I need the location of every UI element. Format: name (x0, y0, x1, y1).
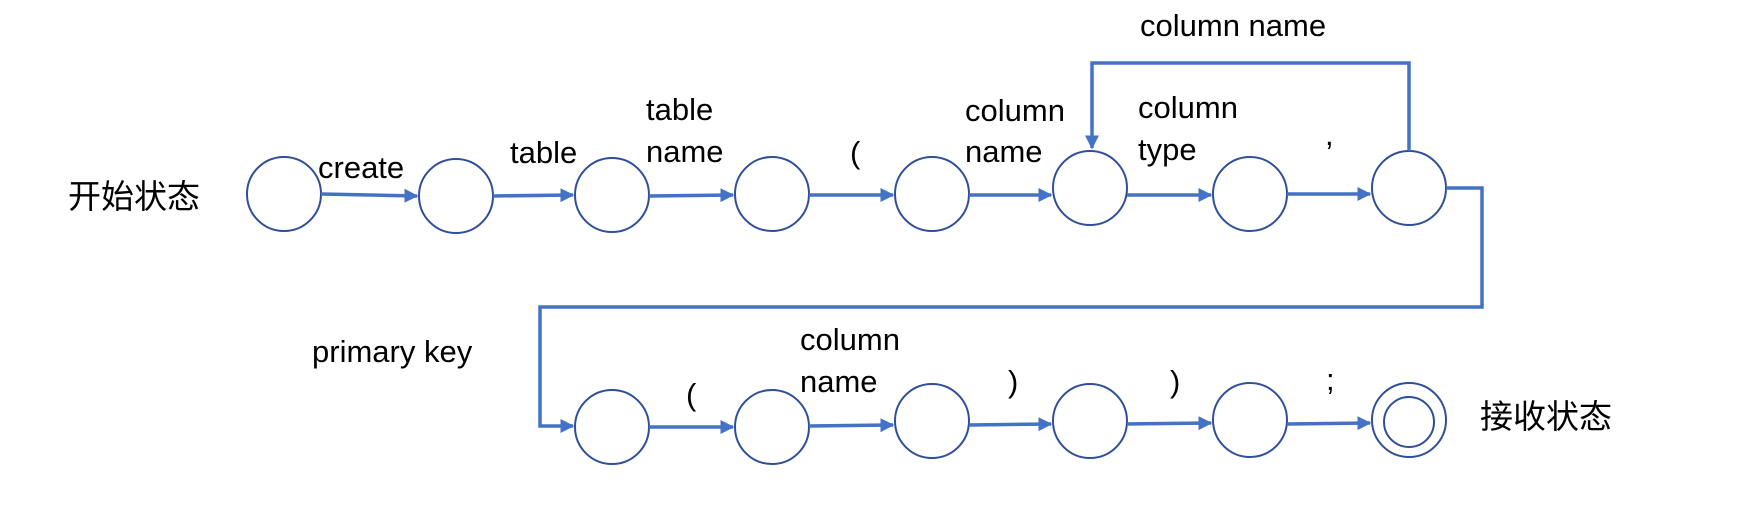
state-after-column-name (1052, 150, 1128, 226)
label-pk-close-paren: ) (1008, 364, 1018, 399)
label-table-name-line2: name (646, 134, 724, 169)
state-after-pk-open-paren (734, 389, 810, 465)
label-table: table (510, 135, 577, 170)
label-column-name-line1: column (965, 93, 1065, 128)
start-state-label: 开始状态 (68, 177, 200, 216)
label-pk-open-paren: ( (686, 377, 697, 412)
state-after-pk-close-paren (1052, 383, 1128, 459)
label-pk-column-name-line2: name (800, 364, 878, 399)
edge-pk-column-name (808, 418, 895, 433)
accept-state (1371, 382, 1447, 458)
label-close-paren: ) (1170, 364, 1180, 399)
accept-state-label: 接收状态 (1480, 397, 1612, 436)
label-create: create (318, 150, 404, 185)
edge-primary-key (538, 186, 1484, 433)
label-column-type-line1: column (1138, 90, 1238, 125)
state-after-table-name (734, 156, 810, 232)
state-after-create (418, 158, 494, 234)
state-after-open-paren (894, 156, 970, 232)
label-comma: , (1325, 117, 1334, 152)
label-table-name-line1: table (646, 92, 713, 127)
state-after-column-type (1212, 156, 1288, 232)
edge-semicolon (1286, 416, 1372, 431)
label-column-name-line2: name (965, 134, 1043, 169)
label-loop-column-name: column name (1140, 8, 1326, 43)
label-primary-key: primary key (312, 334, 473, 369)
edge-table-name (648, 188, 735, 203)
label-pk-column-name-line1: column (800, 322, 900, 357)
label-open-paren: ( (850, 135, 861, 170)
state-after-table (574, 157, 650, 233)
edge-table (492, 188, 575, 203)
state-after-comma (1371, 150, 1447, 226)
edge-loop-column-name (1085, 61, 1411, 151)
edge-close-paren (1126, 416, 1213, 431)
edge-create (320, 188, 419, 203)
label-column-type-line2: type (1138, 132, 1197, 167)
start-state (246, 156, 322, 232)
state-after-primary-key (574, 389, 650, 465)
label-semicolon: ; (1326, 362, 1335, 397)
state-after-close-paren (1212, 382, 1288, 458)
state-after-pk-column-name (894, 383, 970, 459)
edge-pk-close-paren (968, 417, 1053, 432)
